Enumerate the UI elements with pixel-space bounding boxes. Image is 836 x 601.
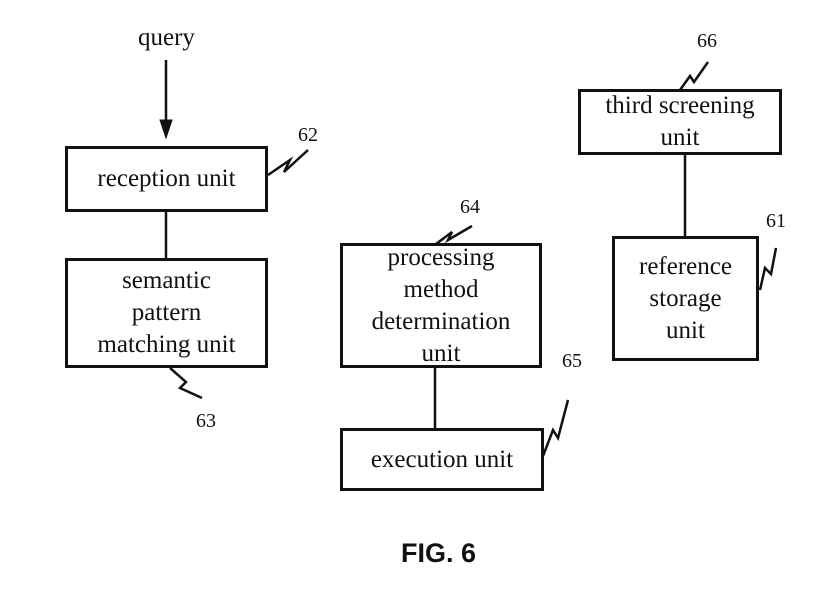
leader-62 [267,149,309,177]
leader-63 [169,367,203,400]
reference-storage-unit-label: reference storage unit [639,252,732,344]
ref-64: 64 [460,196,480,218]
leader-64 [435,224,473,245]
query-arrow-head [159,119,173,140]
processing-method-determination-unit-box: processing method determination unit [340,243,542,368]
execution-unit-label: execution unit [370,445,514,473]
ref-62: 62 [298,124,318,146]
leader-61 [758,247,778,291]
reception-unit-label: reception unit [97,165,236,192]
execution-unit-box: execution unit [340,428,544,491]
ref-61: 61 [766,210,786,232]
ref-66: 66 [697,30,717,52]
reference-storage-unit-box: reference storage unit [612,236,759,361]
third-screening-unit-label: third screening unit [605,92,755,151]
figure-caption: FIG. 6 [401,538,477,568]
reception-unit-box: reception unit [65,146,268,212]
ref-65: 65 [562,350,582,372]
third-screening-unit-box: third screening unit [578,89,782,155]
ref-63: 63 [196,410,216,432]
query-input-label: query [138,24,195,51]
leader-65 [541,399,570,457]
semantic-pattern-matching-unit-label: semantic pattern matching unit [97,267,236,358]
processing-method-determination-unit-label: processing method determination unit [371,243,511,367]
leader-66 [678,61,710,91]
semantic-pattern-matching-unit-box: semantic pattern matching unit [65,258,268,368]
